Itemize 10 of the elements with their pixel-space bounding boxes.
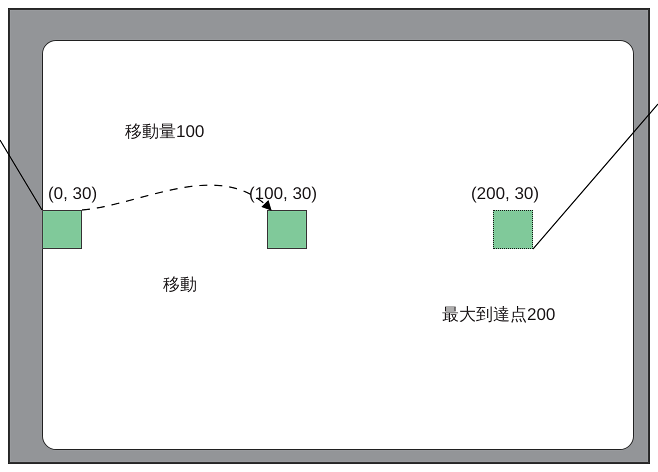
coordinate-label: (200, 30) [471,184,540,204]
screen-panel [42,40,634,450]
leader-line [532,104,658,250]
arrow [82,184,272,211]
coordinate-label: (100, 30) [249,184,318,204]
distance-label: 移動量100 [125,122,204,142]
coordinate-label: (0, 30) [48,184,98,204]
max-position-label: 最大到達点200 [442,305,556,325]
leader-line [0,140,43,210]
move-label: 移動 [163,275,197,295]
